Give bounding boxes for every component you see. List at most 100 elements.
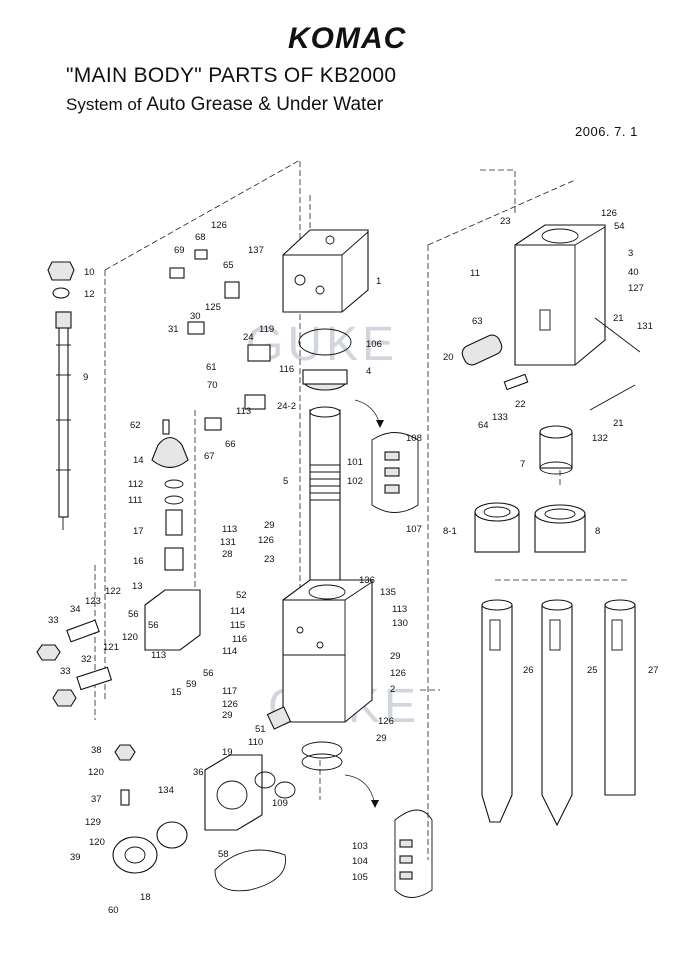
label: 122	[105, 586, 121, 597]
label: 126	[601, 208, 617, 219]
label: 15	[171, 687, 182, 698]
part-38-plug	[114, 744, 136, 761]
label: 26	[523, 665, 534, 676]
part-1-valve-block	[282, 229, 369, 313]
part-65-plug	[224, 281, 240, 299]
label: 10	[84, 267, 95, 278]
label: 23	[500, 216, 511, 227]
part-20-stop-pin	[461, 334, 503, 366]
part-3-front-head	[514, 224, 606, 366]
part-111-ring	[164, 495, 184, 505]
document-date: 2006. 7. 1	[575, 124, 638, 139]
label: 37	[91, 794, 102, 805]
part-51-plug	[266, 706, 292, 730]
part-25-chisel	[541, 599, 573, 827]
label: 24	[243, 332, 254, 343]
label: 102	[347, 476, 363, 487]
label: 16	[133, 556, 144, 567]
part-12-washer	[52, 287, 70, 299]
part-13-block	[144, 589, 201, 651]
label: 127	[628, 283, 644, 294]
part-9-rod	[55, 311, 72, 530]
label: 129	[85, 817, 101, 828]
part-22-pin	[503, 373, 529, 391]
label: 33	[48, 615, 59, 626]
part-112-ring	[164, 479, 184, 489]
part-109-o-ring	[274, 781, 296, 799]
part-30-valve	[187, 321, 205, 335]
label: 65	[223, 260, 234, 271]
label: 13	[132, 581, 143, 592]
label: 113	[222, 524, 237, 535]
label: 125	[205, 302, 221, 313]
label: 64	[478, 420, 489, 431]
label: 116	[279, 364, 294, 375]
label: 114	[222, 646, 237, 657]
label: 30	[190, 311, 201, 322]
part-8-1-bush	[474, 502, 520, 553]
label: 68	[195, 232, 206, 243]
label: 56	[148, 620, 159, 631]
label: 104	[352, 856, 368, 867]
label: 113	[151, 650, 166, 661]
label: 5	[283, 476, 288, 487]
label: 18	[140, 892, 151, 903]
label: 130	[392, 618, 408, 629]
part-16-sleeve	[164, 547, 184, 571]
label: 22	[515, 399, 526, 410]
label: 56	[128, 609, 139, 620]
label: 56	[203, 668, 214, 679]
label: 119	[259, 324, 274, 335]
label: 121	[103, 642, 119, 653]
label: 126	[222, 699, 238, 710]
label: 51	[255, 724, 266, 735]
part-110-o-ring	[254, 771, 276, 789]
label: 19	[222, 747, 233, 758]
label: 131	[637, 321, 653, 332]
label: 54	[614, 221, 625, 232]
label: 33	[60, 666, 71, 677]
label: 8	[595, 526, 600, 537]
label: 111	[128, 495, 142, 506]
label: 133	[492, 412, 508, 423]
subtitle-rest: Auto Grease & Under Water	[146, 94, 384, 115]
label: 40	[628, 267, 639, 278]
label: 101	[347, 457, 363, 468]
part-26-chisel	[481, 599, 513, 823]
label: 117	[222, 686, 237, 697]
label: 12	[84, 289, 95, 300]
label: 2	[390, 684, 395, 695]
label: 29	[222, 710, 233, 721]
label: 131	[220, 537, 236, 548]
label: 137	[248, 245, 264, 256]
label: 29	[390, 651, 401, 662]
part-62-bolt	[162, 419, 170, 435]
page-subtitle: System of Auto Grease & Under Water	[66, 94, 383, 116]
part-34-fitting	[66, 619, 100, 643]
part-24-block	[247, 344, 271, 362]
label: 113	[236, 406, 251, 417]
part-18-cover	[112, 836, 158, 874]
part-4-seal-holder-body	[302, 369, 348, 385]
label: 29	[376, 733, 387, 744]
label: 105	[352, 872, 368, 883]
label: 3	[628, 248, 633, 259]
label: 123	[85, 596, 101, 607]
label: 14	[133, 455, 144, 466]
seal-detail-101-102	[354, 399, 419, 513]
label: 24-2	[277, 401, 296, 412]
page-title: "MAIN BODY" PARTS OF KB2000	[66, 64, 397, 87]
part-14-cover	[151, 436, 189, 469]
label: 120	[122, 632, 138, 643]
label: 114	[230, 606, 245, 617]
label: 106	[366, 339, 382, 350]
part-5-piston	[309, 406, 341, 581]
label: 103	[352, 841, 368, 852]
label: 67	[204, 451, 215, 462]
label: 109	[272, 798, 288, 809]
label: 126	[378, 716, 394, 727]
label: 63	[472, 316, 483, 327]
subtitle-prefix: System of	[66, 95, 147, 114]
label: 28	[222, 549, 233, 560]
part-17-valve	[165, 509, 183, 536]
